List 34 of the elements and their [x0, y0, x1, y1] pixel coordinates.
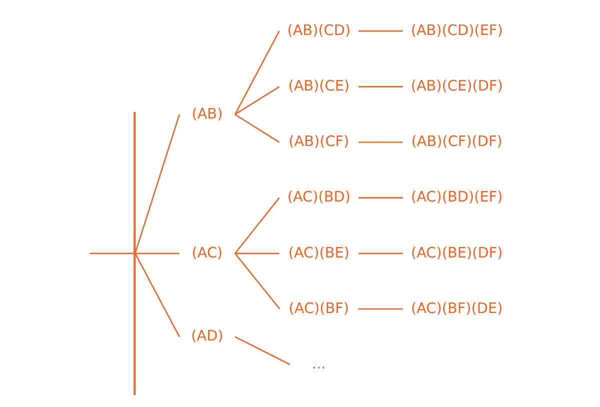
- node-text: (AC): [192, 245, 223, 262]
- node-text: (AD): [191, 328, 224, 345]
- node-text: (AB)(CD): [287, 22, 351, 39]
- connector: [134, 114, 180, 254]
- connector: [358, 142, 403, 143]
- node-text: (AC)(BE): [288, 245, 350, 262]
- connector: [234, 30, 280, 115]
- connector: [358, 30, 403, 32]
- node-bar: [134, 112, 136, 395]
- node-text: (AB)(CE): [288, 78, 350, 94]
- node-text: (AC)(BF): [288, 300, 350, 317]
- node-text: (AB)(CF)(DF): [411, 134, 502, 150]
- connector: [358, 197, 403, 198]
- connector: [134, 253, 180, 338]
- node-text: ...: [312, 356, 326, 372]
- connector: [234, 114, 280, 143]
- node-text: (AC)(BD)(EF): [410, 190, 503, 206]
- connector: [90, 252, 134, 254]
- connector: [358, 252, 403, 254]
- node-text: (AC)(BE)(DF): [410, 245, 503, 262]
- node-text: (AC)(BF)(DE): [410, 300, 503, 317]
- node-text: (AC)(BD): [287, 190, 350, 206]
- connector: [234, 253, 280, 310]
- connector: [358, 308, 403, 310]
- connector: [234, 86, 280, 116]
- node-text: (AB)(CE)(DF): [410, 78, 503, 94]
- connector: [135, 252, 180, 254]
- connector: [234, 197, 280, 254]
- node-text: (AB)(CF): [288, 134, 350, 150]
- connector: [234, 336, 290, 366]
- connector: [235, 252, 280, 254]
- node-text: (AB): [192, 106, 223, 122]
- connector: [358, 86, 403, 88]
- node-text: (AB)(CD)(EF): [410, 22, 503, 39]
